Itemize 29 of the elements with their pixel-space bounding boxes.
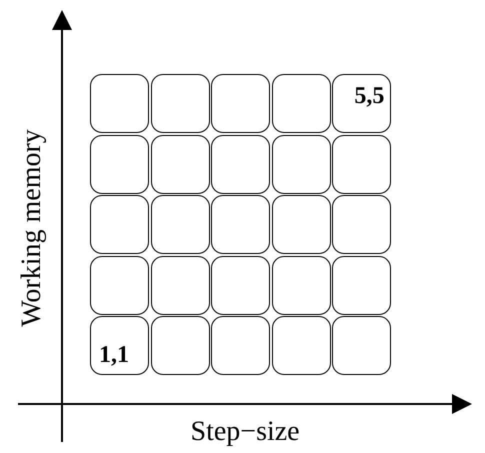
grid-cell xyxy=(272,134,331,194)
grid-cell xyxy=(332,316,392,376)
grid-cell xyxy=(150,74,210,133)
grid-cell xyxy=(272,74,331,133)
grid-cell xyxy=(211,195,270,254)
grid-cell xyxy=(150,134,210,194)
y-axis-label: Working memory xyxy=(16,129,47,327)
grid-cell xyxy=(272,316,331,376)
grid-cell xyxy=(211,316,270,376)
grid-cell xyxy=(211,134,270,194)
grid-cell xyxy=(90,316,149,376)
grid-cell xyxy=(332,256,392,315)
grid-cell xyxy=(90,134,149,194)
grid-cell xyxy=(150,316,210,376)
grid-cell xyxy=(272,256,331,315)
grid-cell xyxy=(332,195,392,254)
grid-cell xyxy=(90,74,149,133)
cell-coordinate: 1,1 xyxy=(99,342,129,368)
grid-cell xyxy=(332,74,392,133)
grid-cell xyxy=(332,134,392,194)
grid-cell xyxy=(272,195,331,254)
cell-coordinate: 5,5 xyxy=(354,83,384,109)
grid-cell xyxy=(211,74,270,133)
grid-cell xyxy=(150,195,210,254)
x-axis-label: Step−size xyxy=(190,417,300,447)
grid-cell xyxy=(90,195,149,254)
grid-cell xyxy=(150,256,210,315)
grid-cell xyxy=(90,256,149,315)
grid-cell xyxy=(211,256,270,315)
